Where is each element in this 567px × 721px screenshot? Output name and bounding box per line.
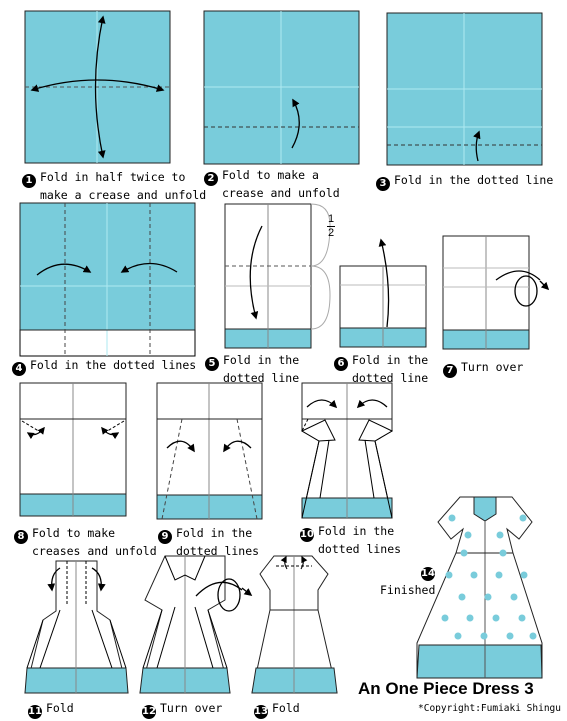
step-8-caption: 8 Fold to make creases and unfold [14,526,157,559]
fraction-denominator: 2 [327,227,335,239]
step-13-caption: 13 Fold [254,701,300,719]
step-2-diagram [203,10,360,165]
step-10-text-2: dotted lines [318,542,402,556]
finished-label: Finished [380,583,436,597]
step-14-caption: 14 [421,563,439,581]
dress-dot [466,614,474,622]
step-11-text-1: Fold [46,701,74,715]
dress-dot [458,593,466,601]
step-6-text-2: dotted line [352,371,429,385]
step-11-number: 11 [28,705,42,719]
step-8-diagram [19,382,127,517]
step-5-diagram [224,203,331,349]
step-3-text-1: Fold in the dotted line [394,173,554,187]
step-5-caption: 5 Fold in the dotted line [205,353,299,386]
step-11-caption: 11 Fold [28,701,74,719]
step-1-diagram [24,10,171,164]
dress-dot [445,571,453,579]
step-12-diagram [139,555,253,694]
step-9-caption: 9 Fold in the dotted lines [158,526,259,559]
step-8-text-1: Fold to make [32,526,116,540]
step-8-text-2: creases and unfold [32,544,157,558]
dress-dot [448,514,456,522]
step-2-caption: 2 Fold to make a crease and unfold [204,168,340,201]
step-12-text-1: Turn over [160,701,223,715]
step-2-text-2: crease and unfold [222,186,340,200]
dress-dot [499,549,507,557]
step-2-text-1: Fold to make a [222,168,319,182]
step-9-text-2: dotted lines [176,544,260,558]
dress-dot [519,514,527,522]
step-3-caption: 3 Fold in the dotted line [376,173,553,191]
step-5-number: 5 [205,357,219,371]
step-2-number: 2 [204,172,218,186]
step-6-number: 6 [334,357,348,371]
step-1-text-1: Fold in half twice to [40,170,186,184]
step-1-text-2: make a crease and unfold [40,188,207,202]
dress-dot [441,614,449,622]
step-1-number: 1 [22,174,36,188]
step-4-diagram [19,202,196,357]
step-13-text-1: Fold [272,701,300,715]
step-1-caption: 1 Fold in half twice to make a crease and… [22,170,206,203]
dress-dot [480,632,488,640]
step-5-text-2: dotted line [223,371,300,385]
step-9-diagram [156,382,263,520]
dress-dot [484,593,492,601]
dress-dot [492,614,500,622]
fraction-label: 1 2 [327,214,335,239]
page-title: An One Piece Dress 3 [358,679,534,698]
step-9-number: 9 [158,530,172,544]
dress-dot [518,614,526,622]
dress-dot [495,571,503,579]
step-13-number: 13 [254,705,268,719]
finished-dress [416,496,543,679]
dress-dot [470,571,478,579]
step-5-text-1: Fold in the [223,353,300,367]
dress-dot [464,531,472,539]
dress-dot [454,632,462,640]
step-9-text-1: Fold in the [176,526,253,540]
step-13-diagram [251,555,338,694]
step-6-caption: 6 Fold in the dotted line [334,353,428,386]
step-7-diagram [442,235,550,350]
fraction-numerator: 1 [327,213,335,225]
dress-dot [529,632,537,640]
step-7-number: 7 [443,364,457,378]
step-6-text-1: Fold in the [352,353,429,367]
step-11-diagram [24,560,129,694]
step-7-caption: 7 Turn over [443,360,523,378]
step-14-number: 14 [421,567,435,581]
step-10-number: 10 [300,528,314,542]
step-10-diagram [300,382,394,519]
step-3-number: 3 [376,177,390,191]
step-3-diagram [386,12,543,166]
step-6-diagram [339,238,427,348]
dress-dot [460,549,468,557]
step-4-text-1: Fold in the dotted lines [30,358,197,372]
dress-dot [496,531,504,539]
step-4-caption: 4 Fold in the dotted lines [12,358,196,376]
step-10-text-1: Fold in the [318,524,395,538]
step-4-number: 4 [12,362,26,376]
dress-dot [510,593,518,601]
step-7-text-1: Turn over [461,360,524,374]
step-8-number: 8 [14,530,28,544]
copyright: *Copyright:Fumiaki Shingu [418,703,561,714]
dress-dot [506,632,514,640]
step-12-number: 12 [142,705,156,719]
step-10-caption: 10 Fold in the dotted lines [300,524,401,557]
dress-dot [520,571,528,579]
fraction-bar [327,226,335,227]
step-12-caption: 12 Turn over [142,701,222,719]
